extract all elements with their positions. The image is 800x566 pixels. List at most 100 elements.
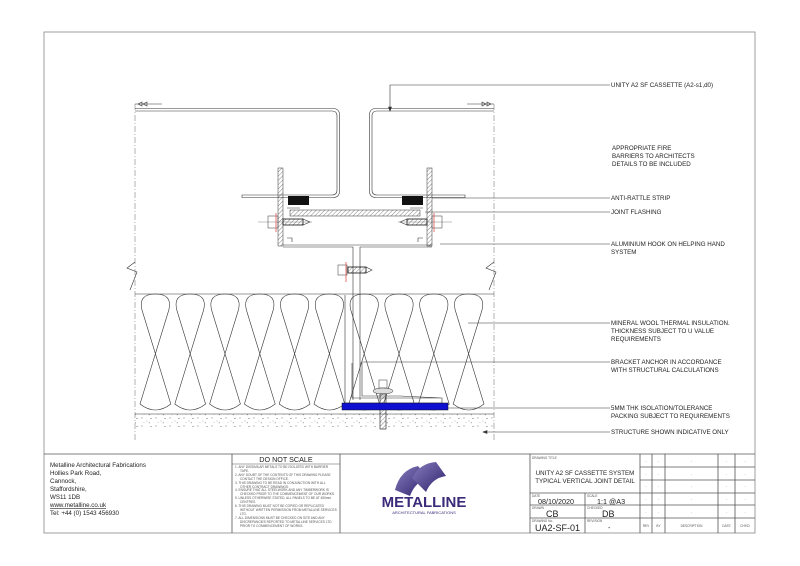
drawing-notes-list: 1. ANY DISSIMILAR METALS TO BE ISOLATED … [235, 465, 337, 529]
insulation-loop [452, 293, 485, 411]
revision-cell: - [726, 497, 727, 501]
website-link[interactable]: www.metalline.co.uk [49, 502, 107, 509]
note-item: 2. ANY DOUBT OF THE CONTENTS OF THIS DRA… [235, 472, 331, 481]
logo-tagline: ARCHITECTURAL FABRICATIONS [392, 510, 456, 515]
logo-mark-2 [412, 462, 446, 492]
revision-cell: - [645, 485, 646, 489]
cassette-right [369, 108, 494, 198]
label-joint-flashing: JOINT FLASHING [611, 209, 662, 216]
revision-cell: - [744, 497, 745, 501]
label-cassette: UNITY A2 SF CASSETTE (A2-s1,d0) [611, 82, 713, 89]
leader-lines [362, 84, 610, 434]
address-line: Hollies Park Road, [50, 470, 102, 477]
revision-cell: - [691, 497, 692, 501]
revision-cell: - [645, 459, 646, 463]
note-item: 4. ENSURE THAT ALL STEELWORK AND ANY TIM… [235, 488, 335, 497]
note-item: 1. ANY DISSIMILAR METALS TO BE ISOLATED … [235, 465, 329, 473]
revision-header: DATE [722, 524, 730, 528]
insulation-loop [418, 293, 450, 411]
drawing-number-label: DRAWING No. [532, 519, 553, 523]
mineral-wool-insulation [135, 293, 494, 415]
checked-label: CHECKED [587, 506, 603, 510]
insulation-loop [209, 293, 241, 411]
revision-cell: - [658, 459, 659, 463]
joint-detail-drawing [126, 101, 497, 440]
drawing-title-label: DRAWING TITLE [532, 456, 557, 460]
drawing-number: UA2-SF-01 [535, 523, 580, 533]
screw-right [398, 213, 452, 232]
date-label: DATE [532, 494, 540, 498]
revision-cell: - [645, 510, 646, 514]
label-hook-2: SYSTEM [611, 249, 636, 256]
revision-cell: - [691, 472, 692, 476]
drawn-label: DRAWN [532, 506, 545, 510]
address-line: Metalline Architectural Fabrications [50, 462, 146, 469]
title-block: Metalline Architectural Fabrications Hol… [44, 453, 755, 533]
scale-label: SCALE [587, 494, 597, 498]
isolation-packing [341, 402, 449, 411]
revision-cell: - [645, 472, 646, 476]
checked-value: DB [602, 509, 615, 519]
company-address: Metalline Architectural Fabrications Hol… [49, 462, 146, 517]
revision-value: - [608, 523, 611, 532]
note-item: 7. ALL DIMENSIONS MUST BE CHECKED ON SIT… [235, 515, 332, 528]
do-not-scale: DO NOT SCALE [259, 455, 313, 464]
address-line: WS11 1DB [50, 494, 80, 501]
insulation-loop [174, 293, 206, 411]
note-item: 5. UNLESS OTHERWISE STATED, ALL PANELS T… [235, 496, 332, 505]
drawn-value: CB [546, 509, 559, 519]
label-structure: STRUCTURE SHOWN INDICATIVE ONLY [611, 429, 729, 436]
angle-plate-left [277, 167, 284, 247]
scale-value: 1:1 @A3 [597, 497, 625, 506]
label-bracket-2: WITH STRUCTURAL CALCULATIONS [611, 367, 719, 374]
label-fire-barriers-2: BARRIERS TO ARCHITECTS [612, 153, 695, 160]
label-packing-2: PACKING SUBJECT TO REQUIREMENTS [611, 413, 730, 420]
revision-header: BY [656, 524, 661, 528]
revision-cell: - [658, 510, 659, 514]
cassette-left [135, 108, 340, 198]
structure-concrete [135, 414, 494, 428]
label-insulation-3: REQUIREMENTS [611, 336, 661, 343]
insulation-loop [244, 293, 276, 411]
revision-cell: - [658, 472, 659, 476]
address-line: Cannock, [50, 478, 76, 485]
break-line-right [485, 261, 497, 291]
date-value: 08/10/2020 [538, 497, 574, 506]
insulation-loop [313, 293, 346, 411]
revision-cell: - [744, 510, 745, 514]
label-packing-1: 5MM THK ISOLATION/TOLERANCE [611, 405, 712, 412]
anti-rattle-strip-left [288, 196, 309, 205]
drawing-title-2: TYPICAL VERTICAL JOINT DETAIL [535, 478, 635, 485]
revision-header: CH'KD [740, 524, 750, 528]
label-insulation-1: MINERAL WOOL THERMAL INSULATION. [611, 320, 730, 327]
sheet-border [43, 31, 756, 534]
address-line: Staffordshire, [50, 486, 87, 493]
label-bracket-1: BRACKET ANCHOR IN ACCORDANCE [611, 359, 722, 366]
telephone: Tel: +44 (0) 1543 456930 [50, 510, 120, 517]
revision-cell: - [645, 497, 646, 501]
revision-cell: - [658, 497, 659, 501]
note-item: 6. THIS DRAWING MUST NOT BE COPIED OR RE… [235, 504, 337, 516]
annotation-labels: UNITY A2 SF CASSETTE (A2-s1,d0) APPROPRI… [611, 82, 730, 436]
revision-cell: - [691, 459, 692, 463]
revision-cell: - [726, 472, 727, 476]
revision-cell: - [726, 485, 727, 489]
aluminium-hook [283, 207, 432, 400]
revision-cell: - [691, 485, 692, 489]
revision-cell: - [744, 472, 745, 476]
revision-cell: - [744, 459, 745, 463]
note-item: 3. THIS DRAWING TO BE READ IN CONJUNCTIO… [235, 480, 326, 489]
revision-cell: - [691, 510, 692, 514]
metalline-logo: METALLINE ARCHITECTURAL FABRICATIONS [382, 462, 466, 515]
drawing-notes: DO NOT SCALE [232, 455, 340, 465]
break-line-left [126, 261, 138, 291]
drawing-title-1: UNITY A2 SF CASSETTE SYSTEM [536, 470, 635, 477]
label-fire-barriers-1: APPROPRIATE FIRE [612, 145, 671, 152]
revision-header: REV [643, 524, 650, 528]
angle-plate-right [426, 167, 433, 247]
label-insulation-2: THICKNESS SUBJECT TO U VALUE [611, 328, 714, 335]
anchor-bolt [372, 379, 394, 430]
revision-cell: - [726, 459, 727, 463]
